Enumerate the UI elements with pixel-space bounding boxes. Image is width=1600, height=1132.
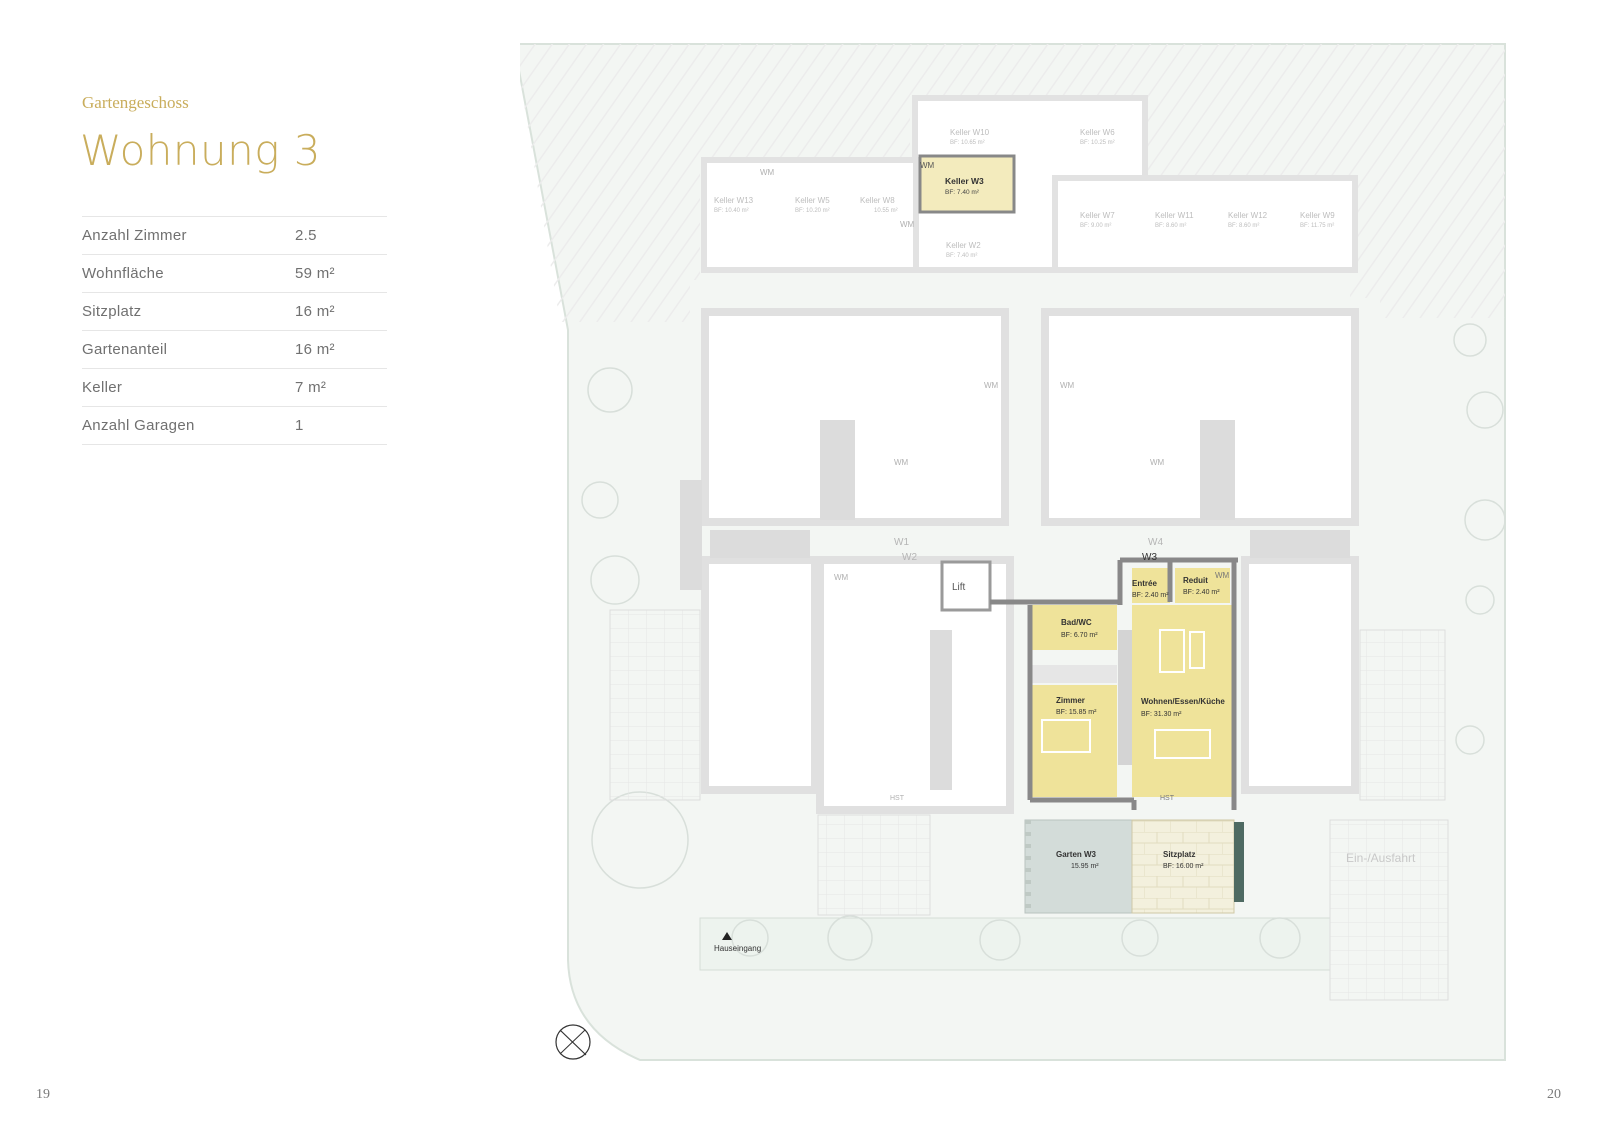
spec-label: Wohnfläche — [82, 265, 164, 282]
unit-label-w4: W4 — [1148, 537, 1163, 548]
keller-w3-label: Keller W3 — [945, 176, 984, 186]
spec-value: 2.5 — [295, 227, 317, 244]
cellar-area: BF: 7.40 m² — [946, 253, 977, 259]
unit-label-w3: W3 — [1142, 552, 1157, 563]
terrace-tiles — [609, 609, 1446, 916]
spec-value: 1 — [295, 417, 304, 434]
apartment-w3 — [990, 557, 1238, 810]
cellar-block — [701, 95, 1358, 273]
room-area-bad: BF: 6.70 m² — [1061, 632, 1098, 639]
cellar-area: BF: 10.25 m² — [1080, 140, 1115, 146]
cellar-label: Keller W11 — [1155, 211, 1194, 220]
spec-row: Anzahl Garagen 1 — [82, 407, 387, 445]
spec-label: Gartenanteil — [82, 341, 168, 358]
cellar-area: BF: 10.20 m² — [795, 208, 830, 214]
building-structure — [680, 420, 1350, 790]
cellar-area: 10.55 m² — [874, 208, 898, 214]
spec-row: Wohnfläche 59 m² — [82, 255, 387, 293]
cellar-label: Keller W9 — [1300, 211, 1335, 220]
unit-label-w1: W1 — [894, 537, 909, 548]
spec-row: Keller 7 m² — [82, 369, 387, 407]
room-area-entree: BF: 2.40 m² — [1132, 592, 1169, 599]
spec-value: 16 m² — [295, 341, 335, 358]
hst-label: HST — [890, 795, 905, 802]
garten-w3 — [1024, 819, 1133, 914]
hatched-embankment — [520, 44, 1505, 322]
page-number-right: 20 — [1547, 1087, 1561, 1102]
trees — [581, 323, 1506, 961]
keller-w3-highlight — [918, 154, 1016, 214]
room-label-garten: Garten W3 — [1056, 850, 1097, 859]
cellar-label: Keller W7 — [1080, 211, 1115, 220]
cellar-label: Keller W5 — [795, 196, 830, 205]
spec-label: Anzahl Garagen — [82, 417, 195, 434]
wm-label: WM — [1150, 458, 1165, 467]
wm-label: WM — [900, 220, 915, 229]
spec-label: Sitzplatz — [82, 303, 142, 320]
room-label-sitzplatz: Sitzplatz — [1163, 850, 1195, 859]
driveway — [1329, 819, 1449, 1001]
north-arrow-icon — [555, 1024, 591, 1060]
hauseingang-label: Hauseingang — [714, 944, 761, 953]
lift-shaft — [940, 560, 992, 612]
spec-value: 7 m² — [295, 379, 327, 396]
unit-label-w2: W2 — [902, 552, 917, 563]
cellar-label: Keller W6 — [1080, 128, 1115, 137]
room-label-zimmer: Zimmer — [1056, 696, 1085, 705]
room-area-garten: 15.95 m² — [1071, 863, 1099, 870]
cellar-label: Keller W2 — [946, 241, 981, 250]
lift-label: Lift — [952, 582, 966, 593]
room-area-sitzplatz: BF: 16.00 m² — [1163, 863, 1204, 870]
triangle-up-icon — [722, 932, 732, 940]
spec-table: Anzahl Zimmer 2.5 Wohnfläche 59 m² Sitzpla… — [82, 216, 387, 445]
spec-label: Anzahl Zimmer — [82, 227, 187, 244]
room-label-entree: Entrée — [1132, 579, 1157, 588]
floor-plan: Keller W10 BF: 10.65 m² Keller W6 BF: 10… — [520, 43, 1506, 1061]
wm-label: WM — [920, 161, 935, 170]
wm-label: WM — [1060, 381, 1075, 390]
wm-label: WM — [834, 573, 849, 582]
wm-label: WM — [894, 458, 909, 467]
spec-row: Anzahl Zimmer 2.5 — [82, 217, 387, 255]
hst-label: HST — [1160, 795, 1175, 802]
planter — [1234, 822, 1244, 902]
room-area-reduit: BF: 2.40 m² — [1183, 589, 1220, 596]
ground-area — [520, 43, 1506, 1061]
cellar-label: Keller W13 — [714, 196, 754, 205]
keller-w3-area: BF: 7.40 m² — [945, 189, 980, 196]
room-label-reduit: Reduit — [1183, 576, 1208, 585]
cellar-area: BF: 10.65 m² — [950, 140, 985, 146]
spec-label: Keller — [82, 379, 123, 396]
page-number-left: 19 — [36, 1087, 50, 1102]
cellar-area: BF: 8.60 m² — [1155, 223, 1186, 229]
building-walls — [701, 308, 1359, 814]
wm-label: WM — [984, 381, 999, 390]
room-label-wohnen: Wohnen/Essen/Küche — [1141, 697, 1225, 706]
room-area-wohnen: BF: 31.30 m² — [1141, 711, 1182, 718]
wm-label: WM — [760, 168, 775, 177]
page-title: Wohnung 3 — [80, 126, 322, 175]
cellar-area: BF: 8.60 m² — [1228, 223, 1259, 229]
cellar-label: Keller W8 — [860, 196, 895, 205]
room-label-bad: Bad/WC — [1061, 618, 1092, 627]
einfahrt-label: Ein-/Ausfahrt — [1346, 851, 1416, 865]
spec-value: 59 m² — [295, 265, 335, 282]
spec-value: 16 m² — [295, 303, 335, 320]
room-area-zimmer: BF: 15.85 m² — [1056, 709, 1097, 716]
spec-row: Gartenanteil 16 m² — [82, 331, 387, 369]
cellar-area: BF: 9.00 m² — [1080, 223, 1111, 229]
cellar-area: BF: 10.40 m² — [714, 208, 749, 214]
cellar-area: BF: 11.75 m² — [1300, 223, 1334, 229]
cellar-label: Keller W10 — [950, 128, 990, 137]
page-subtitle: Gartengeschoss — [82, 93, 189, 112]
cellar-label: Keller W12 — [1228, 211, 1268, 220]
wm-label: WM — [1215, 571, 1230, 580]
sitzplatz-w3 — [1131, 819, 1235, 914]
spec-row: Sitzplatz 16 m² — [82, 293, 387, 331]
